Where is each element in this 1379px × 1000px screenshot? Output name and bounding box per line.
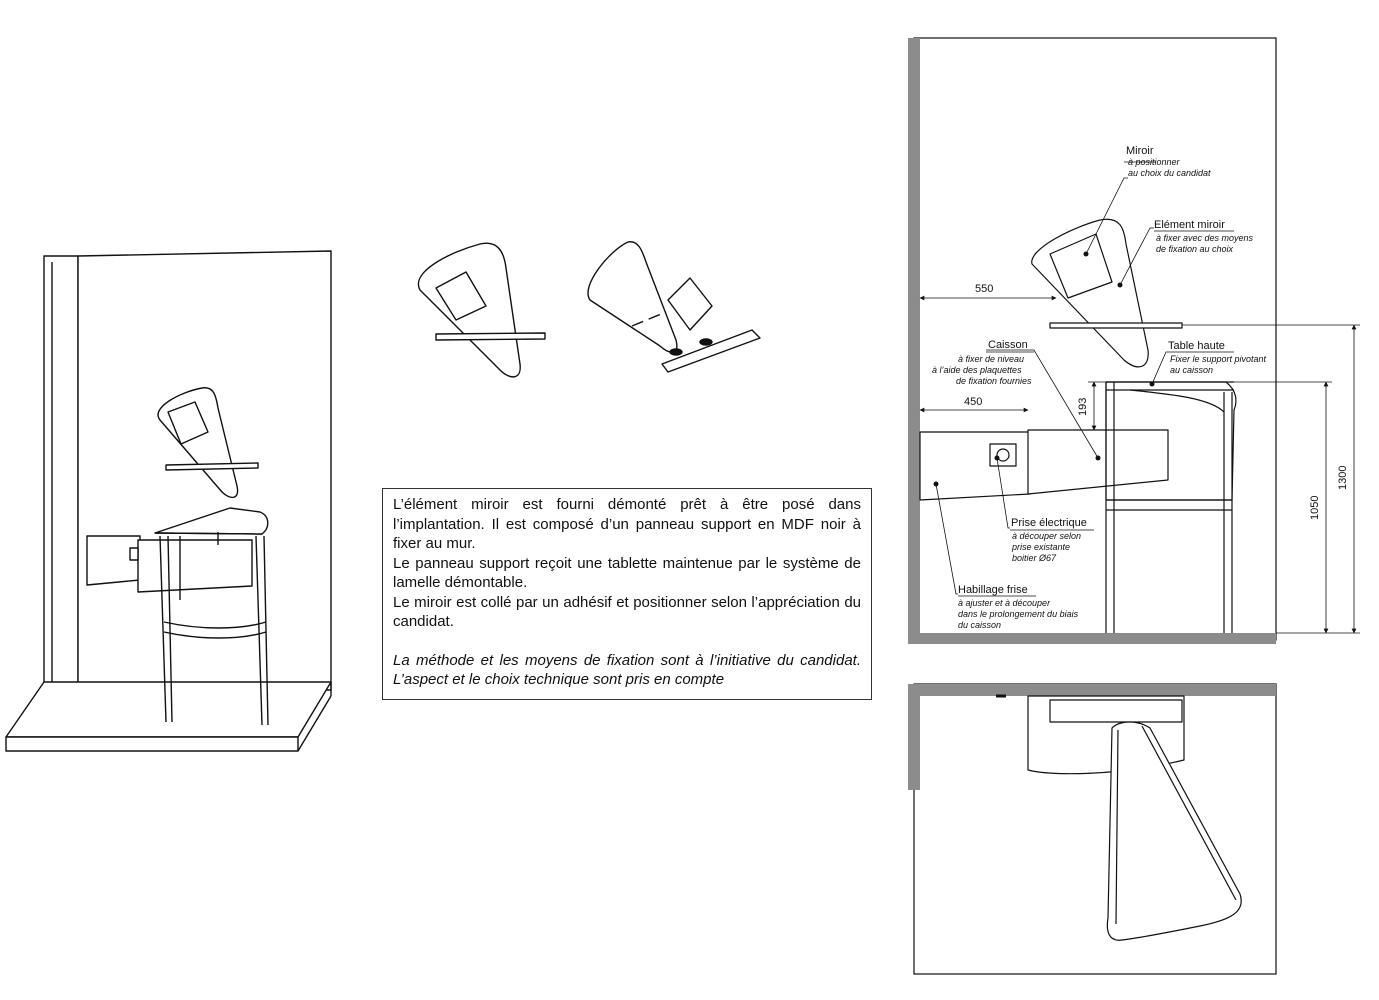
note-spacer: [393, 632, 861, 651]
dim-550: 550: [975, 283, 993, 295]
label-element-l2: de fixation au choix: [1156, 244, 1234, 254]
outlet-3d: [129, 547, 139, 561]
shelf-3d: [165, 462, 259, 471]
label-habillage-l3: du caisson: [958, 620, 1001, 630]
floor-platform: [5, 681, 332, 738]
elevation-left-wall: [908, 38, 920, 644]
label-element-l1: à fixer avec des moyens: [1156, 233, 1254, 243]
label-prise-title: Prise électrique: [1011, 517, 1087, 529]
label-miroir-title: Miroir: [1126, 145, 1154, 157]
note-paragraph-1: L’élément miroir est fourni démonté prêt…: [393, 496, 861, 552]
label-habillage-l2: dans le prolongement du biais: [958, 609, 1079, 619]
dim-193: 193: [1077, 398, 1089, 416]
plan-left-wall: [908, 684, 920, 790]
label-miroir-l2: au choix du candidat: [1128, 168, 1211, 178]
shelf-exploded: [661, 329, 761, 373]
plan-top-wall: [908, 684, 1276, 696]
mirror-glass: [1049, 233, 1113, 299]
plan-table: [1106, 721, 1242, 941]
note-paragraph-4: La méthode et les moyens de fixation son…: [393, 651, 861, 689]
elevation-floor: [908, 633, 1276, 644]
label-table-l2: au caisson: [1170, 365, 1213, 375]
plan-view: [908, 683, 1277, 975]
side-wall: [43, 255, 79, 691]
shelf-part: [435, 332, 546, 341]
assembled-mirror-part: [417, 242, 546, 378]
label-caisson-l2: à l’aide des plaquettes: [932, 365, 1022, 375]
description-note: L’élément miroir est fourni démonté prêt…: [382, 488, 872, 700]
label-table-title: Table haute: [1168, 340, 1225, 352]
dim-1050: 1050: [1309, 496, 1321, 520]
table-leg: [159, 535, 167, 723]
table-top-3d: [154, 507, 269, 535]
mirror-shelf: [1049, 322, 1183, 329]
caisson-3d: [137, 539, 253, 593]
label-caisson-l3: de fixation fournies: [956, 376, 1032, 386]
label-prise-l2: prise existante: [1011, 542, 1070, 552]
label-habillage-l1: à ajuster et à découper: [958, 598, 1051, 608]
note-paragraph-2: Le panneau support reçoit une tablette m…: [393, 554, 861, 592]
label-habillage-title: Habillage frise: [958, 584, 1028, 596]
dim-1300: 1300: [1337, 466, 1349, 490]
perspective-view: [5, 250, 332, 752]
label-element-title: Elément miroir: [1154, 219, 1225, 231]
mirror-glass-3d: [167, 401, 209, 445]
exploded-mirror-part: [587, 241, 761, 373]
table-leg: [255, 535, 263, 726]
label-miroir-l1: à positionner: [1128, 157, 1181, 167]
high-table: [1105, 381, 1237, 501]
label-caisson-l1: à fixer de niveau: [958, 354, 1024, 364]
elevation-view: [908, 37, 1360, 644]
dim-450: 450: [964, 396, 982, 408]
elevation-frame: [913, 37, 1277, 641]
label-prise-l1: à découper selon: [1012, 531, 1081, 541]
note-paragraph-3: Le miroir est collé par un adhésif et po…: [393, 593, 861, 631]
label-caisson-title: Caisson: [988, 339, 1028, 351]
label-table-l1: Fixer le support pivotant: [1170, 354, 1267, 364]
caisson: [1027, 429, 1169, 495]
label-prise-l3: boitier Ø67: [1012, 553, 1057, 563]
